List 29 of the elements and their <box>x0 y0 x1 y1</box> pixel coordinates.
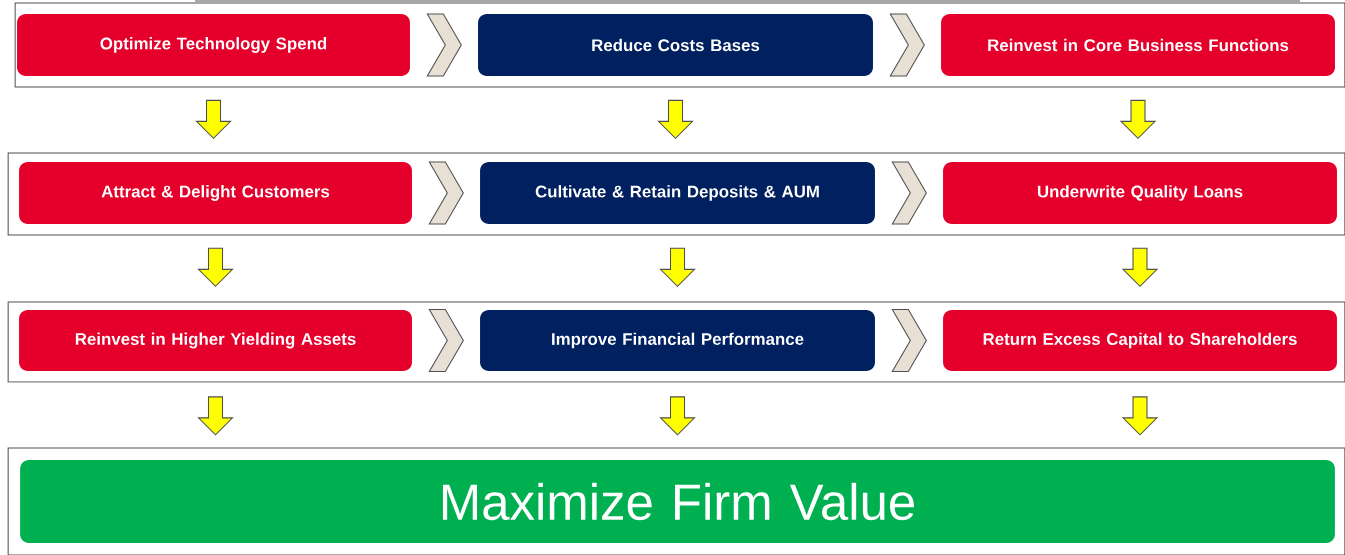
process-box: Reduce Costs Bases <box>478 14 873 76</box>
row-frame <box>7 152 1345 236</box>
block-arrow <box>659 247 696 288</box>
chevron-arrow <box>889 13 925 77</box>
process-box: Optimize Technology Spend <box>17 14 410 76</box>
row-frame <box>14 2 1345 88</box>
block-arrow <box>195 99 232 140</box>
row-frame <box>7 447 1345 555</box>
process-box: Reinvest in Core Business Functions <box>941 14 1335 76</box>
block-arrow <box>1121 247 1159 288</box>
chevron-arrow <box>891 161 927 225</box>
process-box: Attract & Delight Customers <box>19 162 412 224</box>
chevron-arrow <box>891 309 927 373</box>
process-box: Reinvest in Higher Yielding Assets <box>19 310 412 371</box>
block-arrow <box>657 99 694 140</box>
chevron-arrow <box>428 161 464 225</box>
block-arrow <box>1121 396 1159 436</box>
process-box: Improve Financial Performance <box>480 310 875 371</box>
block-arrow <box>197 247 234 288</box>
block-arrow <box>197 396 234 436</box>
process-box: Cultivate & Retain Deposits & AUM <box>480 162 875 224</box>
block-arrow <box>659 396 696 436</box>
process-box: Underwrite Quality Loans <box>943 162 1337 224</box>
block-arrow <box>1119 99 1157 140</box>
goal-box: Maximize Firm Value <box>20 460 1335 543</box>
process-box: Return Excess Capital to Shareholders <box>943 310 1337 371</box>
chevron-arrow <box>426 13 462 77</box>
chevron-arrow <box>428 309 464 373</box>
row-frame <box>7 301 1345 383</box>
